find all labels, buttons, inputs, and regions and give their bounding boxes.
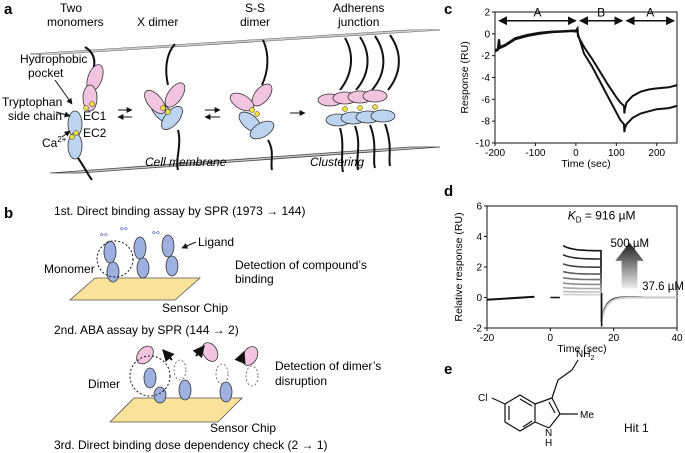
- hit-label: Hit 1: [624, 421, 649, 435]
- chart-d-ytick-label: 2: [476, 263, 482, 274]
- chart-d-ytick-label: -2: [473, 324, 482, 335]
- label-hydrophobic-1: Hydrophobic: [20, 52, 87, 66]
- svg-text:⚯: ⚯: [152, 228, 160, 238]
- detect2-line1: Detection of dimer’s: [275, 359, 381, 373]
- sensor-chip-1-label: Sensor Chip: [162, 301, 228, 315]
- chart-c-phase-label: A: [646, 6, 654, 20]
- label-ca: Ca2+: [42, 135, 67, 150]
- chart-c-xlabel: Time (sec): [561, 158, 610, 170]
- atom-cl: Cl: [478, 393, 487, 404]
- chart-c-xtick-label: -200: [485, 148, 505, 159]
- chart-d-xtick-label: 40: [671, 333, 683, 344]
- label-ligand: Ligand: [198, 235, 234, 249]
- step2-text: 2nd. ABA assay by SPR (144 → 2): [54, 323, 239, 337]
- step3-text: 3rd. Direct binding dose dependency chec…: [54, 438, 328, 452]
- panel-a-label: a: [4, 1, 13, 18]
- chart-d-xlabel: Time (sec): [557, 343, 606, 355]
- chart-c-series-0: [494, 25, 678, 133]
- chart-d-series-7: [562, 290, 677, 323]
- panel-a: a Two monomers X dimer S-S dimer Adheren…: [2, 1, 441, 181]
- detect2-line2: disruption: [275, 374, 327, 388]
- label-monomer: Monomer: [44, 262, 95, 276]
- chart-d-ytick-label: 4: [476, 232, 482, 243]
- chart-d-xtick-label: -20: [480, 333, 495, 344]
- title-junction: junction: [337, 15, 379, 29]
- label-ec1: EC1: [83, 109, 107, 123]
- chart-c-phase-label: A: [533, 6, 541, 20]
- chart-c-ytick-label: -4: [481, 73, 490, 84]
- chart-c-xtick-label: 100: [608, 148, 625, 159]
- chart-d-kd-label: KD = 916 µM: [568, 209, 636, 225]
- chart-c-ytick-label: -2: [481, 51, 490, 62]
- step1-text: 1st. Direct binding assay by SPR (1973 →…: [54, 204, 305, 218]
- panel-e-label: e: [444, 361, 452, 378]
- chart-d-gradient-arrow: [615, 242, 644, 289]
- chart-c-ytick-label: -10: [476, 139, 491, 150]
- label-tryptophan-1: Tryptophan: [2, 95, 62, 109]
- adherens-cluster: [317, 89, 396, 173]
- svg-text:⚯: ⚯: [120, 224, 128, 234]
- sensor-chip-2-label: Sensor Chip: [210, 421, 276, 435]
- title-monomers: monomers: [47, 15, 104, 29]
- chart-c-ytick-label: 2: [484, 8, 490, 19]
- chart-d-baseline: [486, 295, 535, 301]
- label-clustering: Clustering: [310, 155, 364, 169]
- panel-d-label: d: [444, 183, 453, 200]
- detect1-line2: binding: [235, 272, 274, 286]
- panel-b-label: b: [4, 205, 13, 222]
- hit1-structure: [491, 359, 579, 432]
- chart-d-xtick-label: 0: [548, 333, 554, 344]
- chart-c-series-1: [494, 26, 678, 114]
- label-hydrophobic-2: pocket: [28, 66, 64, 80]
- chart-c-ytick-label: -6: [481, 95, 490, 106]
- chart-d-series-2: [562, 263, 677, 323]
- chart-d-ytick-label: 6: [476, 202, 482, 213]
- detect1-line1: Detection of compound’s: [235, 258, 367, 272]
- panel-e: e NH2 Cl N H Me Hit 1: [444, 349, 649, 449]
- chart-d-ylabel: Relative response (RU): [453, 212, 465, 321]
- atom-h: H: [545, 438, 552, 449]
- title-adherens: Adherens: [333, 1, 384, 15]
- chart-d-ytick-label: 0: [476, 293, 482, 304]
- label-dimer: Dimer: [88, 377, 120, 391]
- panel-c-label: c: [444, 1, 452, 18]
- title-dimer: dimer: [240, 15, 270, 29]
- chart-c-frame: [494, 11, 678, 144]
- chart-c-xtick-label: -100: [525, 148, 545, 159]
- title-x-dimer: X dimer: [137, 15, 178, 29]
- chart-c-xtick-label: 0: [573, 148, 579, 159]
- chart-c-xtick-label: 200: [648, 148, 665, 159]
- label-tryptophan-2: side chain: [8, 109, 62, 123]
- chart-c-ytick-label: -8: [481, 117, 490, 128]
- chart-d-low-label: 37.6 µM: [642, 281, 684, 293]
- chart-d-series-8: [562, 293, 677, 323]
- sensor-chip-1: [68, 277, 202, 301]
- chart-d-high-label: 500 µM: [611, 238, 650, 250]
- sensor-chip-2: [109, 397, 243, 423]
- atom-nh2: NH2: [576, 349, 594, 362]
- atom-n: N: [545, 428, 552, 439]
- chart-c-phase-label: B: [597, 6, 605, 20]
- atom-me: Me: [580, 410, 594, 421]
- title-ss: S-S: [245, 1, 265, 15]
- svg-text:⚯: ⚯: [100, 230, 108, 240]
- label-cell-membrane: Cell membrane: [145, 155, 227, 169]
- chart-c-ylabel: Response (RU): [459, 41, 471, 113]
- chart-d-xtick-label: 20: [608, 333, 620, 344]
- label-ec2: EC2: [83, 126, 107, 140]
- bottom-membrane: [49, 146, 441, 174]
- chart-c-ytick-label: 0: [484, 29, 490, 40]
- panel-b: b 1st. Direct binding assay by SPR (1973…: [4, 204, 381, 452]
- title-two: Two: [60, 1, 82, 15]
